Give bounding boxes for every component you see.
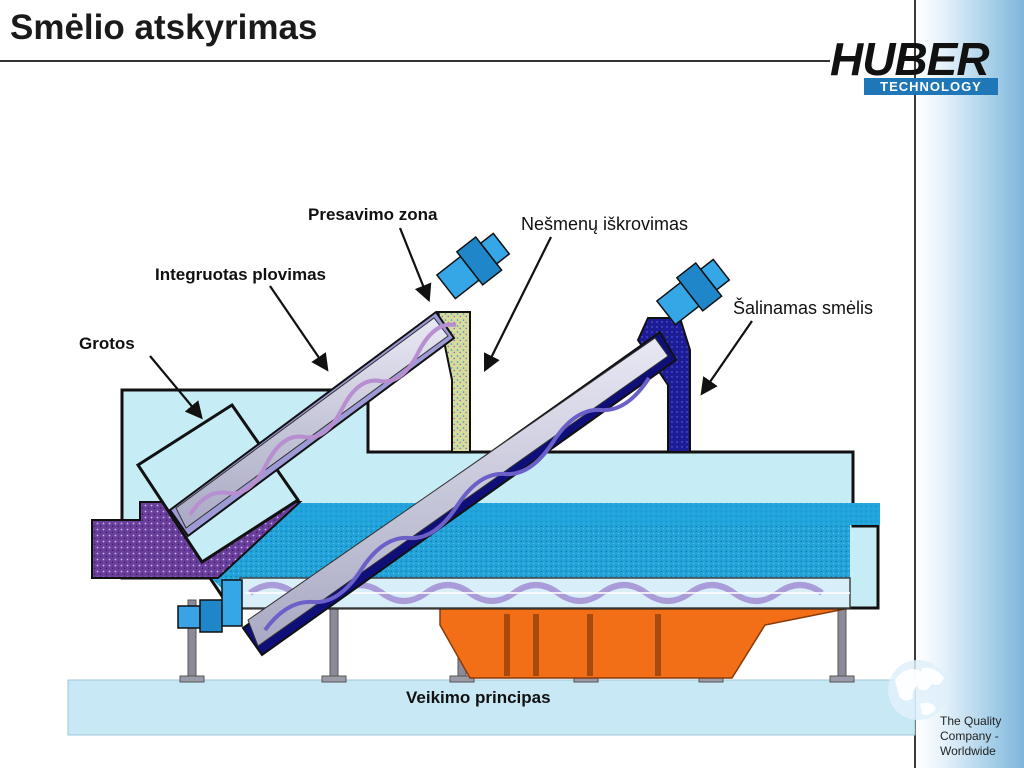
logo-word: HUBER bbox=[830, 33, 990, 85]
washing-screw-motor bbox=[435, 232, 511, 300]
label-debris-discharge: Nešmenų iškrovimas bbox=[521, 214, 688, 234]
hopper-ribs bbox=[504, 614, 661, 676]
footer-line-2: Company - bbox=[940, 729, 999, 743]
sand-screw-motor bbox=[655, 258, 731, 326]
arrow-integrated-washing bbox=[269, 285, 329, 372]
side-divider bbox=[914, 0, 916, 768]
arrow-screen bbox=[149, 355, 203, 420]
arrow-debris-discharge bbox=[483, 236, 552, 372]
bottom-motor bbox=[177, 579, 243, 633]
slide-title: Smėlio atskyrimas bbox=[10, 8, 318, 47]
side-gradient-band bbox=[916, 0, 1024, 768]
title-underline bbox=[0, 60, 830, 62]
logo-subtitle: TECHNOLOGY bbox=[864, 78, 998, 95]
label-integrated-washing: Integruotas plovimas bbox=[155, 265, 326, 284]
arrow-pressing-zone bbox=[398, 227, 432, 303]
globe-icon bbox=[888, 660, 948, 720]
footer-line-1: The Quality bbox=[940, 714, 1002, 728]
sand-hopper bbox=[439, 607, 851, 679]
washing-screw bbox=[168, 310, 457, 538]
footer-tagline: The Quality Company - Worldwide bbox=[940, 714, 1020, 759]
arrow-sand-removal bbox=[700, 320, 753, 396]
pointer-arrows bbox=[149, 227, 753, 420]
huber-logo: HUBER TECHNOLOGY bbox=[828, 33, 1002, 98]
floor bbox=[67, 679, 916, 736]
label-sand-removal: Šalinamas smėlis bbox=[733, 297, 873, 318]
sand-screw bbox=[241, 330, 678, 657]
label-screen: Grotos bbox=[79, 334, 135, 353]
water-surface bbox=[230, 503, 880, 525]
label-pressing-zone: Presavimo zona bbox=[308, 205, 438, 224]
label-principle: Veikimo principas bbox=[406, 688, 551, 707]
debris-chute bbox=[436, 311, 471, 453]
footer-line-3: Worldwide bbox=[940, 744, 996, 758]
